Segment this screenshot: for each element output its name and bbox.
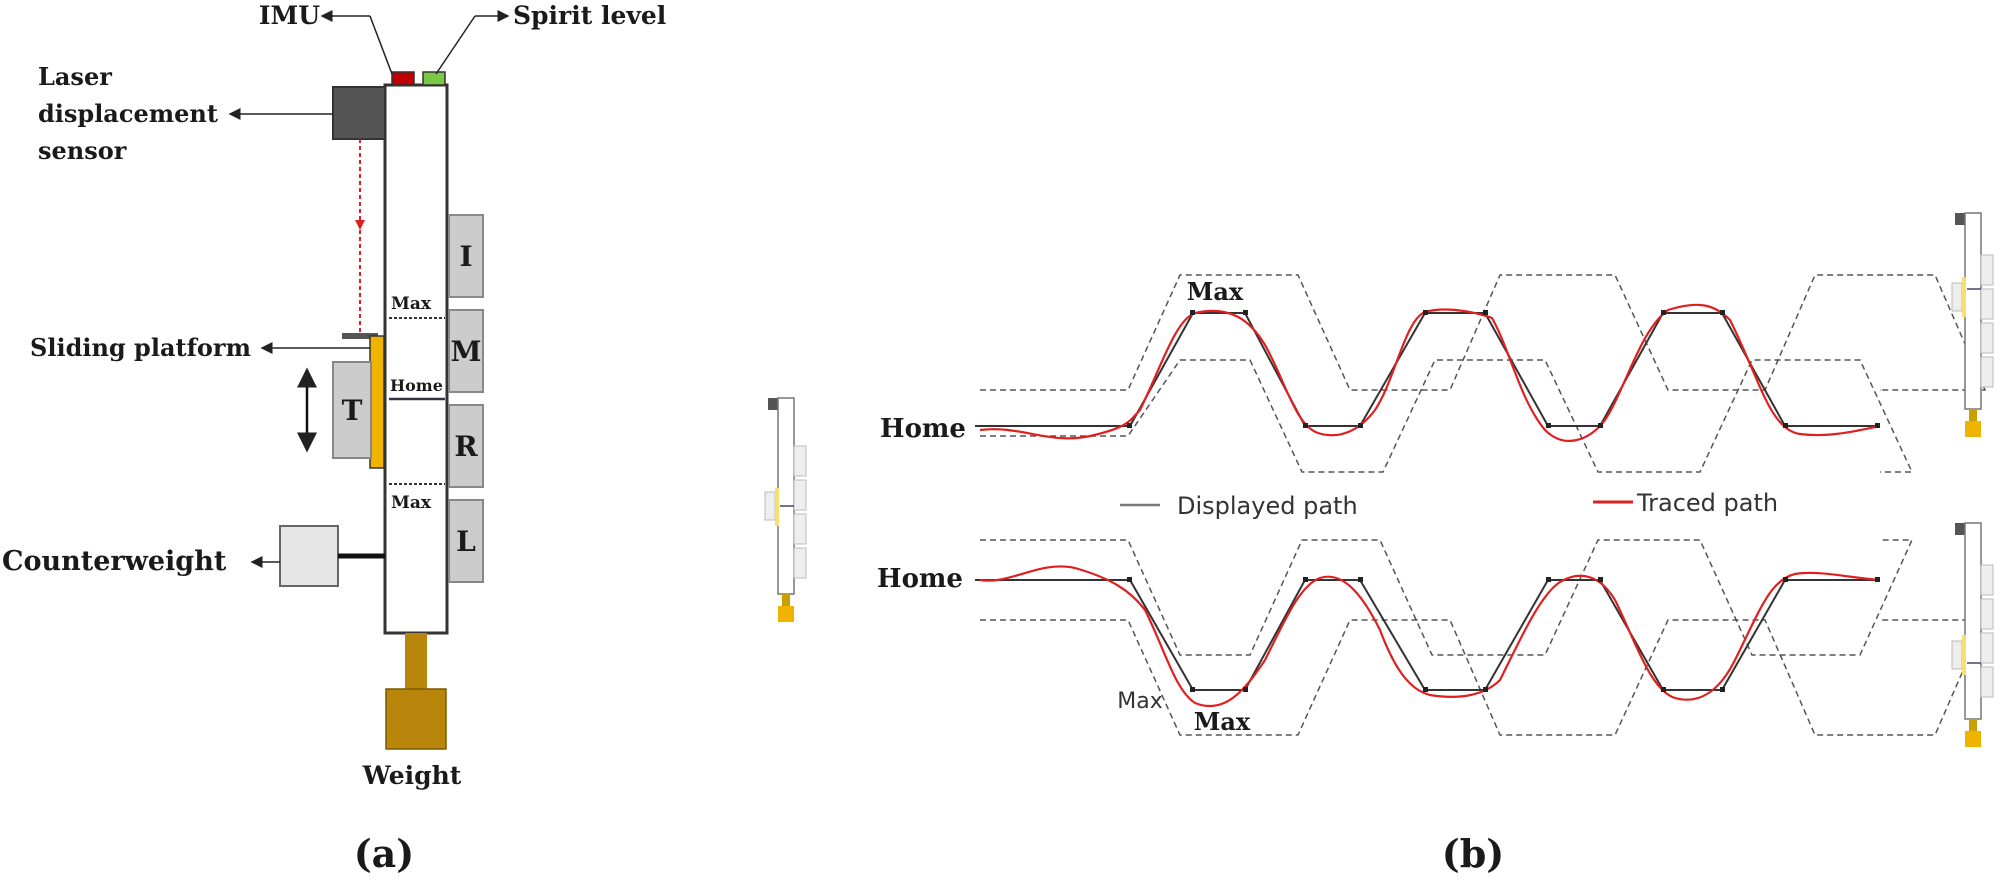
box-t-label: T bbox=[342, 394, 363, 427]
upper-envelope-top bbox=[980, 274, 1987, 391]
sliding-platform-label: Sliding platform bbox=[30, 333, 251, 362]
caption-b: (b) bbox=[1442, 831, 1505, 876]
box-t bbox=[332, 361, 372, 459]
box-m-label: M bbox=[451, 335, 482, 368]
weight-block bbox=[385, 688, 447, 750]
weight-label: Weight bbox=[362, 761, 462, 790]
home-label-a: Home bbox=[390, 376, 443, 395]
upper-trace bbox=[975, 274, 1987, 473]
spirit-level-leader bbox=[435, 15, 476, 75]
platform-top-bar bbox=[342, 333, 378, 339]
lower-displayed-path bbox=[975, 579, 1880, 691]
mini-device-left bbox=[764, 397, 807, 622]
legend: Displayed path Traced path bbox=[1120, 489, 1778, 520]
upper-traced-path bbox=[979, 303, 1881, 442]
lower-envelope-bottom bbox=[980, 619, 1987, 736]
max-top-label: Max bbox=[391, 294, 432, 314]
imu-block bbox=[391, 71, 415, 86]
box-i-label: I bbox=[459, 240, 472, 273]
max-top-label-b: Max bbox=[1187, 277, 1244, 306]
home-top-label: Home bbox=[880, 414, 966, 444]
panel-a: T I M R L Max Home Max IMU Spirit level … bbox=[2, 1, 666, 876]
legend-traced-label: Traced path bbox=[1636, 489, 1778, 517]
box-r bbox=[448, 404, 484, 488]
laser-label-2: displacement bbox=[38, 99, 218, 128]
box-i bbox=[448, 214, 484, 298]
spirit-level-block bbox=[422, 71, 446, 86]
imu-label: IMU bbox=[259, 1, 320, 30]
sliding-platform bbox=[369, 335, 385, 469]
max-bottom-label-b: Max bbox=[1194, 707, 1251, 736]
laser-label-1: Laser bbox=[38, 62, 112, 91]
box-m bbox=[448, 309, 484, 393]
box-r-label: R bbox=[454, 430, 478, 463]
max-bottom-alt-label-b: Max bbox=[1117, 689, 1162, 714]
main-column bbox=[383, 83, 449, 635]
weight-stem bbox=[405, 633, 427, 689]
counterweight-box bbox=[279, 525, 339, 587]
panel-b: Home Home Max Max Max Displayed path Tra… bbox=[877, 274, 1987, 876]
box-l bbox=[448, 499, 484, 583]
mini-device-bottom-right bbox=[1951, 522, 1994, 747]
lower-trace bbox=[975, 539, 1987, 736]
imu-leader bbox=[369, 15, 393, 75]
lower-traced-path bbox=[979, 565, 1881, 708]
spirit-level-label: Spirit level bbox=[513, 1, 666, 30]
lower-envelope-top bbox=[980, 539, 1914, 656]
upper-envelope-bottom bbox=[980, 359, 1914, 473]
max-bottom-label: Max bbox=[391, 493, 432, 513]
legend-displayed-label: Displayed path bbox=[1177, 492, 1358, 520]
upper-displayed-path bbox=[975, 312, 1880, 427]
laser-sensor bbox=[332, 86, 386, 140]
caption-a: (a) bbox=[354, 831, 415, 876]
laser-label-3: sensor bbox=[38, 136, 127, 165]
upper-waypoints bbox=[1127, 310, 1880, 428]
counterweight-label: Counterweight bbox=[2, 546, 227, 577]
lower-waypoints bbox=[1127, 577, 1880, 692]
box-l-label: L bbox=[456, 525, 476, 558]
mini-device-top-right bbox=[1951, 212, 1994, 437]
home-bottom-label: Home bbox=[877, 564, 963, 594]
